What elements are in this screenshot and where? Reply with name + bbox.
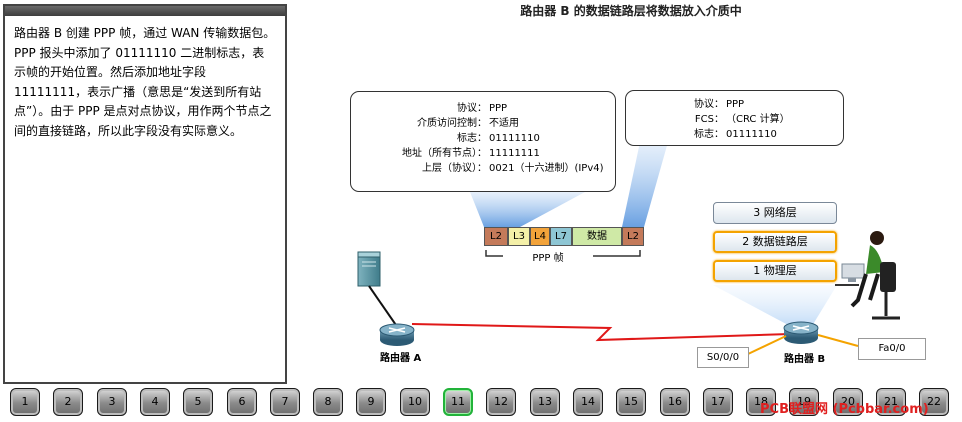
- step-button-1[interactable]: 1: [10, 388, 40, 416]
- person-at-desk-icon: [835, 231, 900, 320]
- step-button-13[interactable]: 13: [530, 388, 560, 416]
- trailer-beam: [622, 142, 668, 227]
- scene-title: 路由器 B 的数据链路层将数据放入介质中: [520, 4, 742, 18]
- field-key: 上层（协议）：: [422, 163, 487, 174]
- step-button-8[interactable]: 8: [313, 388, 343, 416]
- narration-text: 路由器 B 创建 PPP 帧，通过 WAN 传输数据包。PPP 报头中添加了 0…: [14, 26, 276, 138]
- field-key: 标志：: [694, 129, 724, 140]
- field-key: 协议：: [457, 103, 487, 114]
- step-button-17[interactable]: 17: [703, 388, 733, 416]
- trailer-fields-callout: 协议： PPP FCS： （CRC 计算） 标志： 01111110: [625, 90, 844, 146]
- step-button-16[interactable]: 16: [660, 388, 690, 416]
- field-value: （CRC 计算）: [726, 114, 790, 125]
- port-fast-leader: [817, 334, 859, 347]
- frame-cell-l2-header[interactable]: L2: [484, 227, 508, 246]
- step-button-11[interactable]: 11: [443, 388, 473, 416]
- field-key: 标志：: [457, 133, 487, 144]
- step-button-6[interactable]: 6: [227, 388, 257, 416]
- step-button-2[interactable]: 2: [53, 388, 83, 416]
- step-button-19[interactable]: 19: [789, 388, 819, 416]
- frame-cell-l7[interactable]: L7: [550, 227, 572, 246]
- step-button-15[interactable]: 15: [616, 388, 646, 416]
- field-value: 不适用: [489, 118, 519, 129]
- step-button-18[interactable]: 18: [746, 388, 776, 416]
- port-serial-label: S0/0/0: [697, 347, 749, 368]
- frame-cell-l4[interactable]: L4: [530, 227, 550, 246]
- field-key: FCS：: [694, 114, 724, 125]
- frame-label: PPP 帧: [532, 253, 564, 264]
- server-cable: [368, 285, 399, 329]
- step-button-22[interactable]: 22: [919, 388, 949, 416]
- field-key: 介质访问控制：: [417, 118, 487, 129]
- watermark: PCB联盟网 (Pcbbar.com): [760, 402, 929, 417]
- wan-link: [411, 323, 791, 342]
- narration-panel: 路由器 B 创建 PPP 帧，通过 WAN 传输数据包。PPP 报头中添加了 0…: [3, 4, 287, 384]
- step-button-7[interactable]: 7: [270, 388, 300, 416]
- header-fields-callout: 协议： PPP 介质访问控制： 不适用 标志： 01111110 地址（所有节点…: [350, 91, 616, 192]
- layer-beam: [713, 285, 837, 326]
- field-key: 地址（所有节点）：: [402, 148, 487, 159]
- router-icon: [379, 323, 415, 346]
- frame-bracket: [485, 250, 641, 257]
- frame-cell-data[interactable]: 数据: [572, 227, 622, 246]
- step-button-3[interactable]: 3: [97, 388, 127, 416]
- router-b-label: 路由器 B: [784, 354, 826, 365]
- field-value: 01111110: [489, 133, 540, 144]
- frame-cell-l2-trailer[interactable]: L2: [622, 227, 644, 246]
- router-icon: [783, 321, 819, 344]
- step-button-4[interactable]: 4: [140, 388, 170, 416]
- router-a-label: 路由器 A: [380, 353, 422, 364]
- frame-cell-l3[interactable]: L3: [508, 227, 530, 246]
- step-button-10[interactable]: 10: [400, 388, 430, 416]
- port-serial-leader: [747, 335, 787, 355]
- field-value: 01111110: [726, 129, 777, 140]
- step-button-5[interactable]: 5: [183, 388, 213, 416]
- field-key: 协议：: [694, 99, 724, 110]
- field-value: PPP: [726, 99, 745, 110]
- step-button-21[interactable]: 21: [876, 388, 906, 416]
- header-beam: [470, 192, 585, 227]
- field-value: 0021（十六进制）(IPv4): [489, 163, 604, 174]
- step-button-14[interactable]: 14: [573, 388, 603, 416]
- field-value: PPP: [489, 103, 508, 114]
- layer-datalink-button[interactable]: 2 数据链路层: [713, 231, 837, 253]
- step-button-20[interactable]: 20: [833, 388, 863, 416]
- step-button-9[interactable]: 9: [356, 388, 386, 416]
- layer-network-button[interactable]: 3 网络层: [713, 202, 837, 224]
- step-button-12[interactable]: 12: [486, 388, 516, 416]
- port-fast-label: Fa0/0: [858, 338, 926, 360]
- field-value: 11111111: [489, 148, 540, 159]
- panel-titlebar: [5, 6, 285, 16]
- layer-physical-button[interactable]: 1 物理层: [713, 260, 837, 282]
- server-icon: [357, 251, 381, 287]
